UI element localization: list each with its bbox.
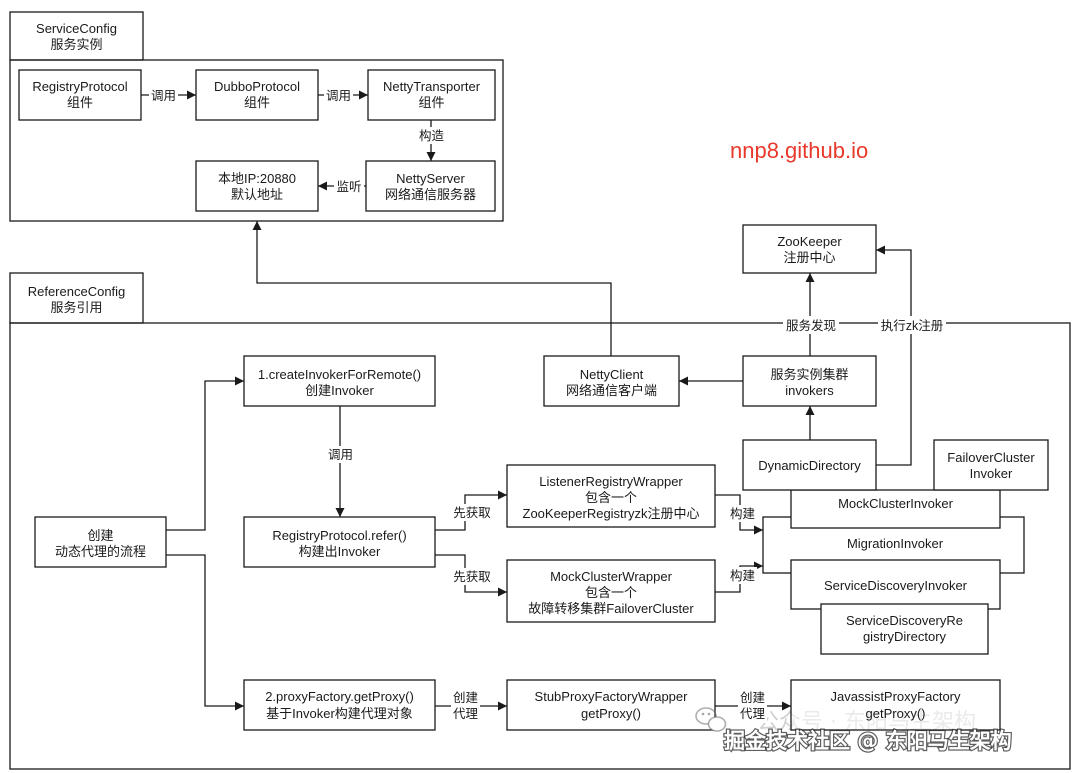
service-discovery-registry-directory-node: ServiceDiscoveryRe gistryDirectory (820, 603, 989, 655)
node-sublabel: 包含一个 (585, 490, 637, 505)
edge-label-build: 构建 (730, 506, 756, 521)
mock-cluster-wrapper-node: MockClusterWrapper 包含一个 故障转移集群FailoverCl… (506, 559, 716, 623)
stub-proxy-factory-wrapper-node: StubProxyFactoryWrapper getProxy() (506, 679, 716, 731)
mock-cluster-invoker-node: MockClusterInvoker (790, 489, 1001, 529)
reference-config-tab (9, 272, 144, 324)
node-sublabel: Invoker (970, 466, 1013, 481)
node-label: NettyTransporter (383, 79, 481, 94)
registry-protocol-node: RegistryProtocol 组件 (18, 69, 142, 121)
edge-client-to-local-address (252, 221, 612, 356)
node-label: ZooKeeper (777, 234, 842, 249)
node-sublabel: 网络通信客户端 (566, 383, 657, 398)
listener-registry-wrapper-node: ListenerRegistryWrapper 包含一个 ZooKeeperRe… (506, 464, 716, 528)
zookeeper-node: ZooKeeper 注册中心 (742, 224, 877, 274)
reference-config-tab-subtitle: 服务引用 (50, 300, 102, 315)
service-config-section: ServiceConfig 服务实例 RegistryProtocol 组件 D… (9, 11, 504, 222)
edge-label-proxy: 代理 (453, 707, 479, 721)
node-sublabel: 组件 (244, 95, 270, 110)
service-instances-node: 服务实例集群 invokers (742, 355, 877, 407)
node-label: DubboProtocol (214, 79, 300, 94)
node-label: NettyServer (396, 171, 465, 186)
node-label: ListenerRegistryWrapper (539, 474, 683, 489)
edge-label-zk-register: 执行zk注册 (881, 318, 944, 333)
reference-config-tab-title: ReferenceConfig (28, 284, 126, 299)
watermark-main-text: 掘金技术社区 @ 东阳马生架构 (724, 729, 1012, 753)
netty-server-node: NettyServer 网络通信服务器 (365, 160, 496, 212)
node-sublabel: 基于Invoker构建代理对象 (266, 706, 413, 721)
reference-config-container (9, 322, 1071, 770)
node-sublabel: 包含一个 (585, 585, 637, 600)
node-label: 服务实例集群 (770, 367, 848, 382)
node-label: JavassistProxyFactory (830, 689, 961, 704)
node-label: 1.createInvokerForRemote() (258, 367, 421, 382)
registry-refer-node: RegistryProtocol.refer() 构建出Invoker (243, 516, 436, 568)
node-sublabel: 动态代理的流程 (55, 544, 146, 559)
edge-flow-to-create-invoker (166, 376, 244, 531)
node-label: DynamicDirectory (758, 458, 861, 473)
netty-client-node: NettyClient 网络通信客户端 (543, 355, 680, 407)
javassist-proxy-factory-node: JavassistProxyFactory getProxy() (790, 679, 1001, 731)
create-invoker-node: 1.createInvokerForRemote() 创建Invoker (243, 355, 436, 407)
edge-flow-to-get-proxy (166, 554, 244, 711)
node-sublabel: invokers (785, 383, 834, 398)
edge-label-create: 创建 (740, 691, 766, 705)
node-sublabel: 默认地址 (231, 187, 283, 202)
node-label: ServiceDiscoveryInvoker (824, 578, 968, 593)
node-label: FailoverCluster (947, 450, 1035, 465)
node-label: MigrationInvoker (847, 536, 944, 551)
edge-label-build: 构建 (730, 568, 756, 583)
node-sublabel: ZooKeeperRegistryzk注册中心 (523, 506, 700, 521)
local-address-node: 本地IP:20880 默认地址 (195, 160, 319, 212)
edge-label-fetch-first: 先获取 (453, 506, 491, 520)
dubbo-protocol-node: DubboProtocol 组件 (195, 69, 319, 121)
get-proxy-node: 2.proxyFactory.getProxy() 基于Invoker构建代理对… (243, 679, 436, 731)
failover-cluster-invoker-node: FailoverCluster Invoker (933, 439, 1049, 491)
edge-label-call: 调用 (151, 89, 176, 103)
site-url: nnp8.github.io (730, 138, 868, 163)
create-proxy-flow-node: 创建 动态代理的流程 (34, 516, 167, 568)
node-label: 创建 (87, 528, 113, 543)
node-label: StubProxyFactoryWrapper (535, 689, 689, 704)
service-config-tab-title: ServiceConfig (36, 21, 117, 36)
dynamic-directory-node: DynamicDirectory (742, 439, 877, 491)
reference-config-section: ReferenceConfig 服务引用 ZooKeeper 注册中心 Nett… (9, 221, 1071, 770)
edge-directory-to-zookeeper (876, 245, 912, 466)
node-sublabel: gistryDirectory (863, 629, 947, 644)
service-config-tab (9, 11, 144, 61)
node-label: 2.proxyFactory.getProxy() (265, 689, 414, 704)
node-sublabel: getProxy() (581, 706, 641, 721)
node-sublabel: getProxy() (866, 706, 926, 721)
edge-label-fetch-first: 先获取 (453, 570, 491, 584)
edge-label-invoke: 调用 (328, 448, 353, 462)
service-discovery-invoker-node: ServiceDiscoveryInvoker (790, 559, 1001, 610)
node-label: RegistryProtocol.refer() (272, 528, 406, 543)
node-label: MockClusterInvoker (838, 496, 954, 511)
edge-label-service-discovery: 服务发现 (786, 318, 836, 333)
edge-label-create: 创建 (453, 691, 479, 705)
edge-label-proxy: 代理 (740, 707, 766, 721)
node-label: 本地IP:20880 (218, 171, 296, 186)
node-sublabel: 组件 (418, 95, 444, 110)
node-sublabel: 创建Invoker (305, 383, 374, 398)
node-label: RegistryProtocol (32, 79, 127, 94)
node-sublabel: 组件 (67, 95, 93, 110)
node-sublabel: 故障转移集群FailoverCluster (528, 601, 694, 616)
node-sublabel: 网络通信服务器 (385, 187, 476, 202)
service-config-tab-subtitle: 服务实例 (50, 37, 102, 52)
wechat-icon (695, 707, 727, 732)
node-label: ServiceDiscoveryRe (846, 613, 963, 628)
edge-label-call: 调用 (326, 89, 351, 103)
node-sublabel: 注册中心 (783, 250, 835, 265)
edge-label-construct: 构造 (419, 128, 445, 143)
node-sublabel: 构建出Invoker (299, 544, 381, 559)
netty-transporter-node: NettyTransporter 组件 (367, 69, 496, 121)
node-label: MockClusterWrapper (550, 569, 673, 584)
node-label: NettyClient (580, 367, 644, 382)
edge-label-listen: 监听 (336, 180, 361, 194)
